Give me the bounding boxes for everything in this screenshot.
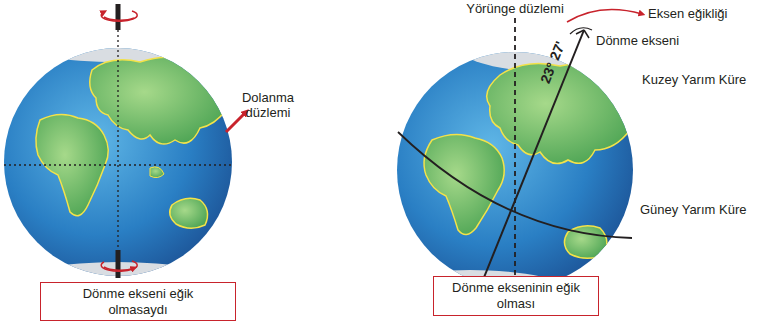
- box-text: Dönme ekseninin eğik olması: [446, 280, 586, 312]
- hemisphere-label: Kuzey Yarım Küre: [642, 72, 746, 87]
- plane-label: Dolanma düzlemi: [237, 90, 299, 120]
- axis-label: Dönme ekseni: [596, 33, 679, 48]
- box-text: Dönme ekseni eğik olmasaydı: [74, 286, 202, 318]
- tilt-label: Eksen eğikliği: [648, 6, 728, 21]
- plane-label: Yörünge düzlemi: [466, 1, 564, 16]
- caption-box: Dönme ekseninin eğik olması: [433, 276, 599, 316]
- caption-box: Dönme ekseni eğik olmasaydı: [40, 282, 236, 321]
- hemisphere-label: Güney Yarım Küre: [640, 202, 746, 217]
